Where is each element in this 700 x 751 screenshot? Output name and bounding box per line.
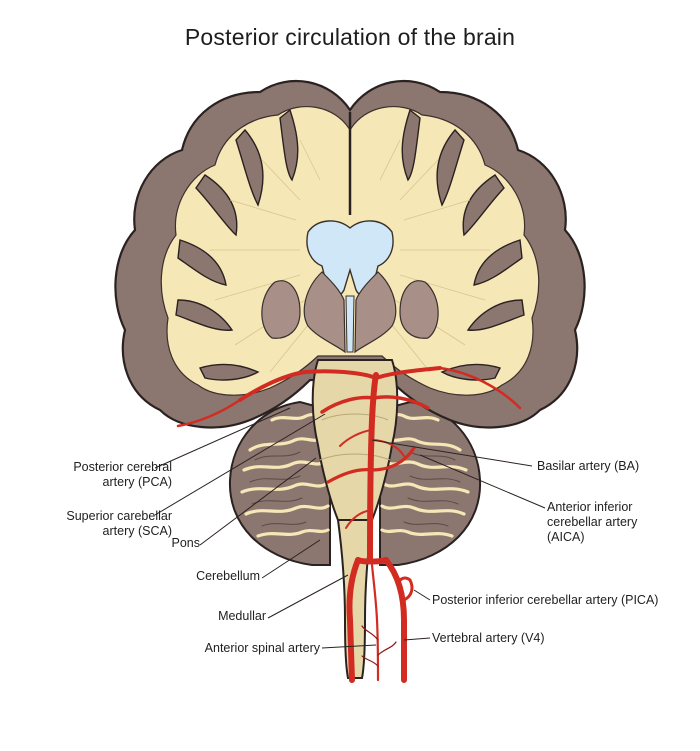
label-pca: Posterior cerebral artery (PCA) (52, 460, 172, 490)
label-aica-line-1: Anterior inferior (547, 500, 633, 514)
label-aica-line-3: (AICA) (547, 530, 585, 544)
leader-lines (154, 407, 546, 649)
label-vertebral-artery: Vertebral artery (V4) (432, 631, 545, 645)
label-sca: Superior carebellar artery (SCA) (52, 509, 172, 539)
label-sca-line-1: Superior carebellar (66, 509, 172, 523)
label-pica: Posterior inferior cerebellar artery (PI… (432, 593, 659, 607)
cerebellum (228, 400, 482, 566)
diagram-title: Posterior circulation of the brain (184, 24, 516, 50)
cerebrum (114, 79, 586, 429)
label-cerebellum: Cerebellum (196, 569, 260, 583)
deep-nuclei (303, 271, 346, 354)
label-pca-line-1: Posterior cerebral (73, 460, 172, 474)
anterior-inferior-cerebellar-artery (326, 468, 374, 484)
arteries (176, 366, 522, 683)
label-medullar: Medullar (218, 609, 266, 623)
label-sca-line-2: artery (SCA) (102, 524, 172, 538)
label-aica-line-2: cerebellar artery (547, 515, 638, 529)
vertebral-artery-left (346, 557, 361, 683)
medulla (336, 519, 374, 679)
anterior-spinal-artery (370, 563, 380, 682)
superior-cerebellar-artery (320, 395, 376, 414)
label-basilar-artery: Basilar artery (BA) (537, 459, 640, 473)
label-aica: Anterior inferior cerebellar artery (AIC… (547, 500, 637, 545)
basilar-artery (367, 372, 379, 563)
posterior-inferior-cerebellar-artery (397, 576, 414, 602)
posterior-cerebral-artery (238, 369, 378, 402)
label-pons: Pons (171, 536, 201, 550)
label-anterior-spinal-artery: Anterior spinal artery (204, 641, 320, 655)
vertebral-artery-right (383, 557, 407, 683)
label-pca-line-2: artery (PCA) (102, 475, 172, 489)
